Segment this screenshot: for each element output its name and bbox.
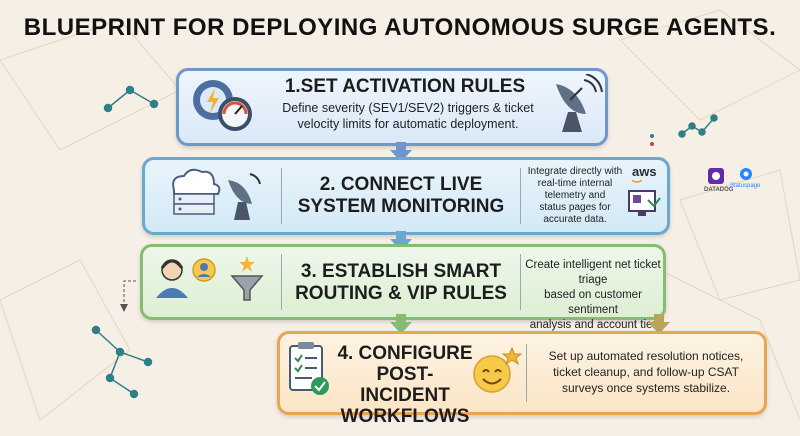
arrow-down-4 (648, 314, 670, 334)
step-3-divider-left (281, 254, 282, 310)
step-2-divider-right (520, 168, 521, 224)
step-4-card (277, 331, 767, 415)
step-1-heading: 1.SET ACTIVATION RULES (284, 76, 526, 97)
step-3-divider-right (520, 254, 521, 310)
step-1-description: Define severity (SEV1/SEV2) triggers & t… (282, 101, 534, 131)
step-2-divider-left (281, 168, 282, 224)
smiley-star-icon (473, 346, 522, 393)
step-3-heading: 3. ESTABLISH SMART ROUTING & VIP RULES (295, 261, 507, 304)
agent-funnel-icon (156, 256, 264, 301)
aws-smile-icon (632, 180, 642, 183)
aws-logo: aws (632, 164, 657, 179)
datadog-label: DATADOG (704, 187, 734, 193)
step-3-card (140, 244, 666, 320)
satellite-dish-icon (556, 74, 603, 132)
arrow-down-3 (390, 314, 412, 334)
dashed-connector (123, 280, 136, 310)
statuspage-icon (740, 168, 752, 180)
step-4-divider (526, 344, 527, 402)
gear-gauge-icon (193, 80, 252, 131)
server-cloud-icon (172, 168, 261, 220)
status-monitor-icon (628, 190, 661, 216)
step-2-description: Integrate directly with real-time intern… (527, 166, 623, 225)
datadog-icon (708, 168, 724, 184)
arrow-down-1 (390, 142, 412, 162)
step-4-description: Set up automated resolution notices, tic… (548, 349, 744, 395)
step-2-heading: 2. CONNECT LIVE SYSTEM MONITORING (297, 174, 505, 217)
statuspage-label: Statuspage (730, 183, 761, 189)
checklist-icon (289, 342, 329, 395)
page-title: BLUEPRINT FOR DEPLOYING AUTONOMOUS SURGE… (23, 14, 777, 41)
step-4-heading: 4. CONFIGURE POST-INCIDENT WORKFLOWS (337, 343, 473, 427)
